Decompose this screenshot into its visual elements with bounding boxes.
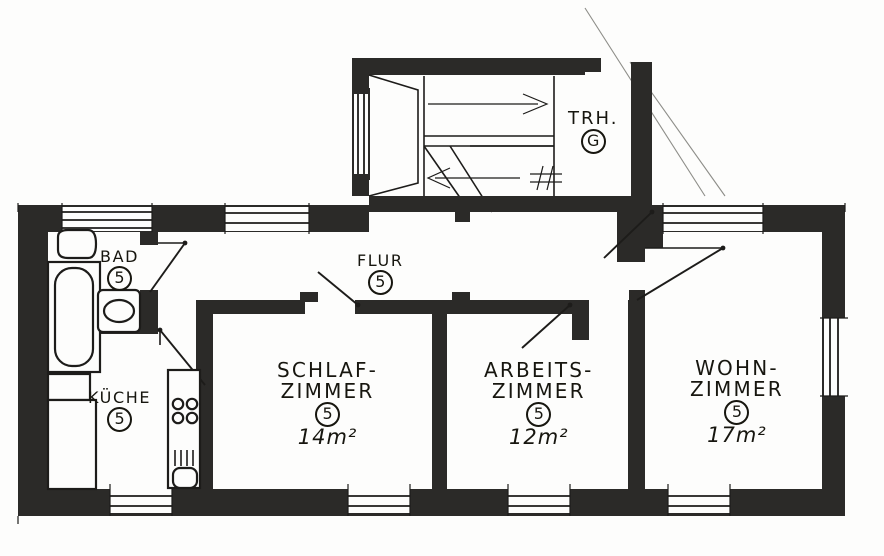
door-leaf-schlaf <box>317 271 359 306</box>
room-name-treppenhaus: TRH. <box>568 108 619 129</box>
room-area-schlafzimmer: 14m² <box>297 424 358 449</box>
room-label-bad: BAD 5 <box>100 247 140 291</box>
window-bottom-1 <box>110 487 172 513</box>
room-code-schlafzimmer: 5 <box>315 401 341 427</box>
room-area-arbeitszimmer: 12m² <box>508 424 569 449</box>
room-label-kueche: KÜCHE 5 <box>88 388 152 432</box>
room-code-wohnzimmer: 5 <box>724 399 750 425</box>
wall-flur-right-upper <box>617 205 645 262</box>
room-area-wohnzimmer: 17m² <box>707 422 767 447</box>
kitchen-cabinet-small <box>46 372 92 402</box>
door-jamb-flur-mid <box>452 292 470 302</box>
room-code-arbeitszimmer: 5 <box>526 401 552 427</box>
room-code-bad: 5 <box>107 265 133 291</box>
door-hinge-entry <box>649 209 655 215</box>
kitchen-counter-left <box>46 398 98 491</box>
wall-bath-top-stub <box>140 232 158 245</box>
door-leaf-wohn <box>636 247 724 301</box>
sink-fixture <box>56 228 98 260</box>
window-bottom-2 <box>348 487 410 513</box>
room-code-treppenhaus: G <box>580 128 606 154</box>
door-leaf-entry <box>603 211 653 259</box>
room-label-schlafzimmer: SCHLAF- ZIMMER 5 14m² <box>277 360 378 448</box>
wall-schlaf-top-left <box>196 300 305 314</box>
room-label-arbeitszimmer: ARBEITS- ZIMMER 5 12m² <box>484 360 594 448</box>
stairwell-group <box>352 7 726 222</box>
kitchen-fixtures <box>46 368 202 491</box>
burner-1 <box>171 397 185 411</box>
room-label-treppenhaus: TRH. G <box>568 108 619 154</box>
window-bottom-3 <box>508 487 570 513</box>
bathroom-fixtures <box>46 228 142 374</box>
bathtub-inner <box>53 266 95 368</box>
room-name-flur: FLUR <box>357 251 404 270</box>
room-name-kueche: KÜCHE <box>88 388 152 407</box>
wall-arbeits-door-jamb <box>572 300 589 340</box>
room-name-bad: BAD <box>100 247 140 266</box>
room-name-wohnzimmer-line1: WOHN- <box>695 356 779 380</box>
room-name-schlafzimmer-line1: SCHLAF- <box>277 358 379 382</box>
kitchen-sink-basin <box>171 466 199 490</box>
wall-wohn-door-jamb <box>629 290 645 312</box>
window-top-3 <box>663 207 763 231</box>
room-code-flur: 5 <box>367 269 393 295</box>
stairwell-wall-top-right-stub <box>585 58 601 72</box>
wall-flur-right-stub <box>645 232 663 248</box>
wall-schlaf-arbeits <box>432 300 447 489</box>
room-label-flur: FLUR 5 <box>357 251 404 295</box>
stairwell-wall-right <box>631 62 652 210</box>
window-bottom-4 <box>668 487 730 513</box>
toilet-bowl <box>102 298 136 324</box>
window-top-1 <box>62 207 152 231</box>
burner-3 <box>171 411 185 425</box>
room-name-arbeitszimmer-line1: ARBEITS- <box>484 358 594 382</box>
door-hinge-kitchen <box>157 327 163 333</box>
door-hinge-arbeits <box>567 302 573 308</box>
room-code-kueche: 5 <box>107 406 133 432</box>
stairwell-wall-corner <box>352 58 369 72</box>
room-name-wohnzimmer-line2: ZIMMER <box>690 376 784 401</box>
stairwell-splay <box>368 74 419 197</box>
room-name-schlafzimmer-line2: ZIMMER <box>280 378 375 403</box>
stair-flights <box>423 76 562 213</box>
door-hinge-bath <box>182 240 188 246</box>
window-top-2 <box>225 207 309 231</box>
outer-wall-bottom <box>18 489 845 516</box>
outer-wall-left <box>18 205 48 516</box>
burner-4 <box>185 411 199 425</box>
door-jamb-schlaf <box>300 292 318 302</box>
windows-group <box>61 203 848 516</box>
burner-2 <box>185 397 199 411</box>
stairwell-wall-bottom <box>369 196 652 212</box>
room-name-arbeitszimmer-line2: ZIMMER <box>491 378 586 403</box>
wall-schlaf-top-right <box>355 300 447 314</box>
stairwell-wall-top <box>352 58 585 75</box>
window-right-1 <box>824 318 846 396</box>
door-leaf-arbeits <box>521 304 571 349</box>
room-label-wohnzimmer: WOHN- ZIMMER 5 17m² <box>690 358 784 446</box>
stairwell-window-glass <box>354 94 368 174</box>
wall-arbeits-top <box>447 300 572 314</box>
stairwell-threshold <box>455 212 470 222</box>
door-hinge-schlaf <box>355 302 361 308</box>
door-leaf-bath <box>149 242 186 293</box>
wall-arbeits-wohn <box>628 300 645 489</box>
door-hinge-wohn <box>720 245 726 251</box>
